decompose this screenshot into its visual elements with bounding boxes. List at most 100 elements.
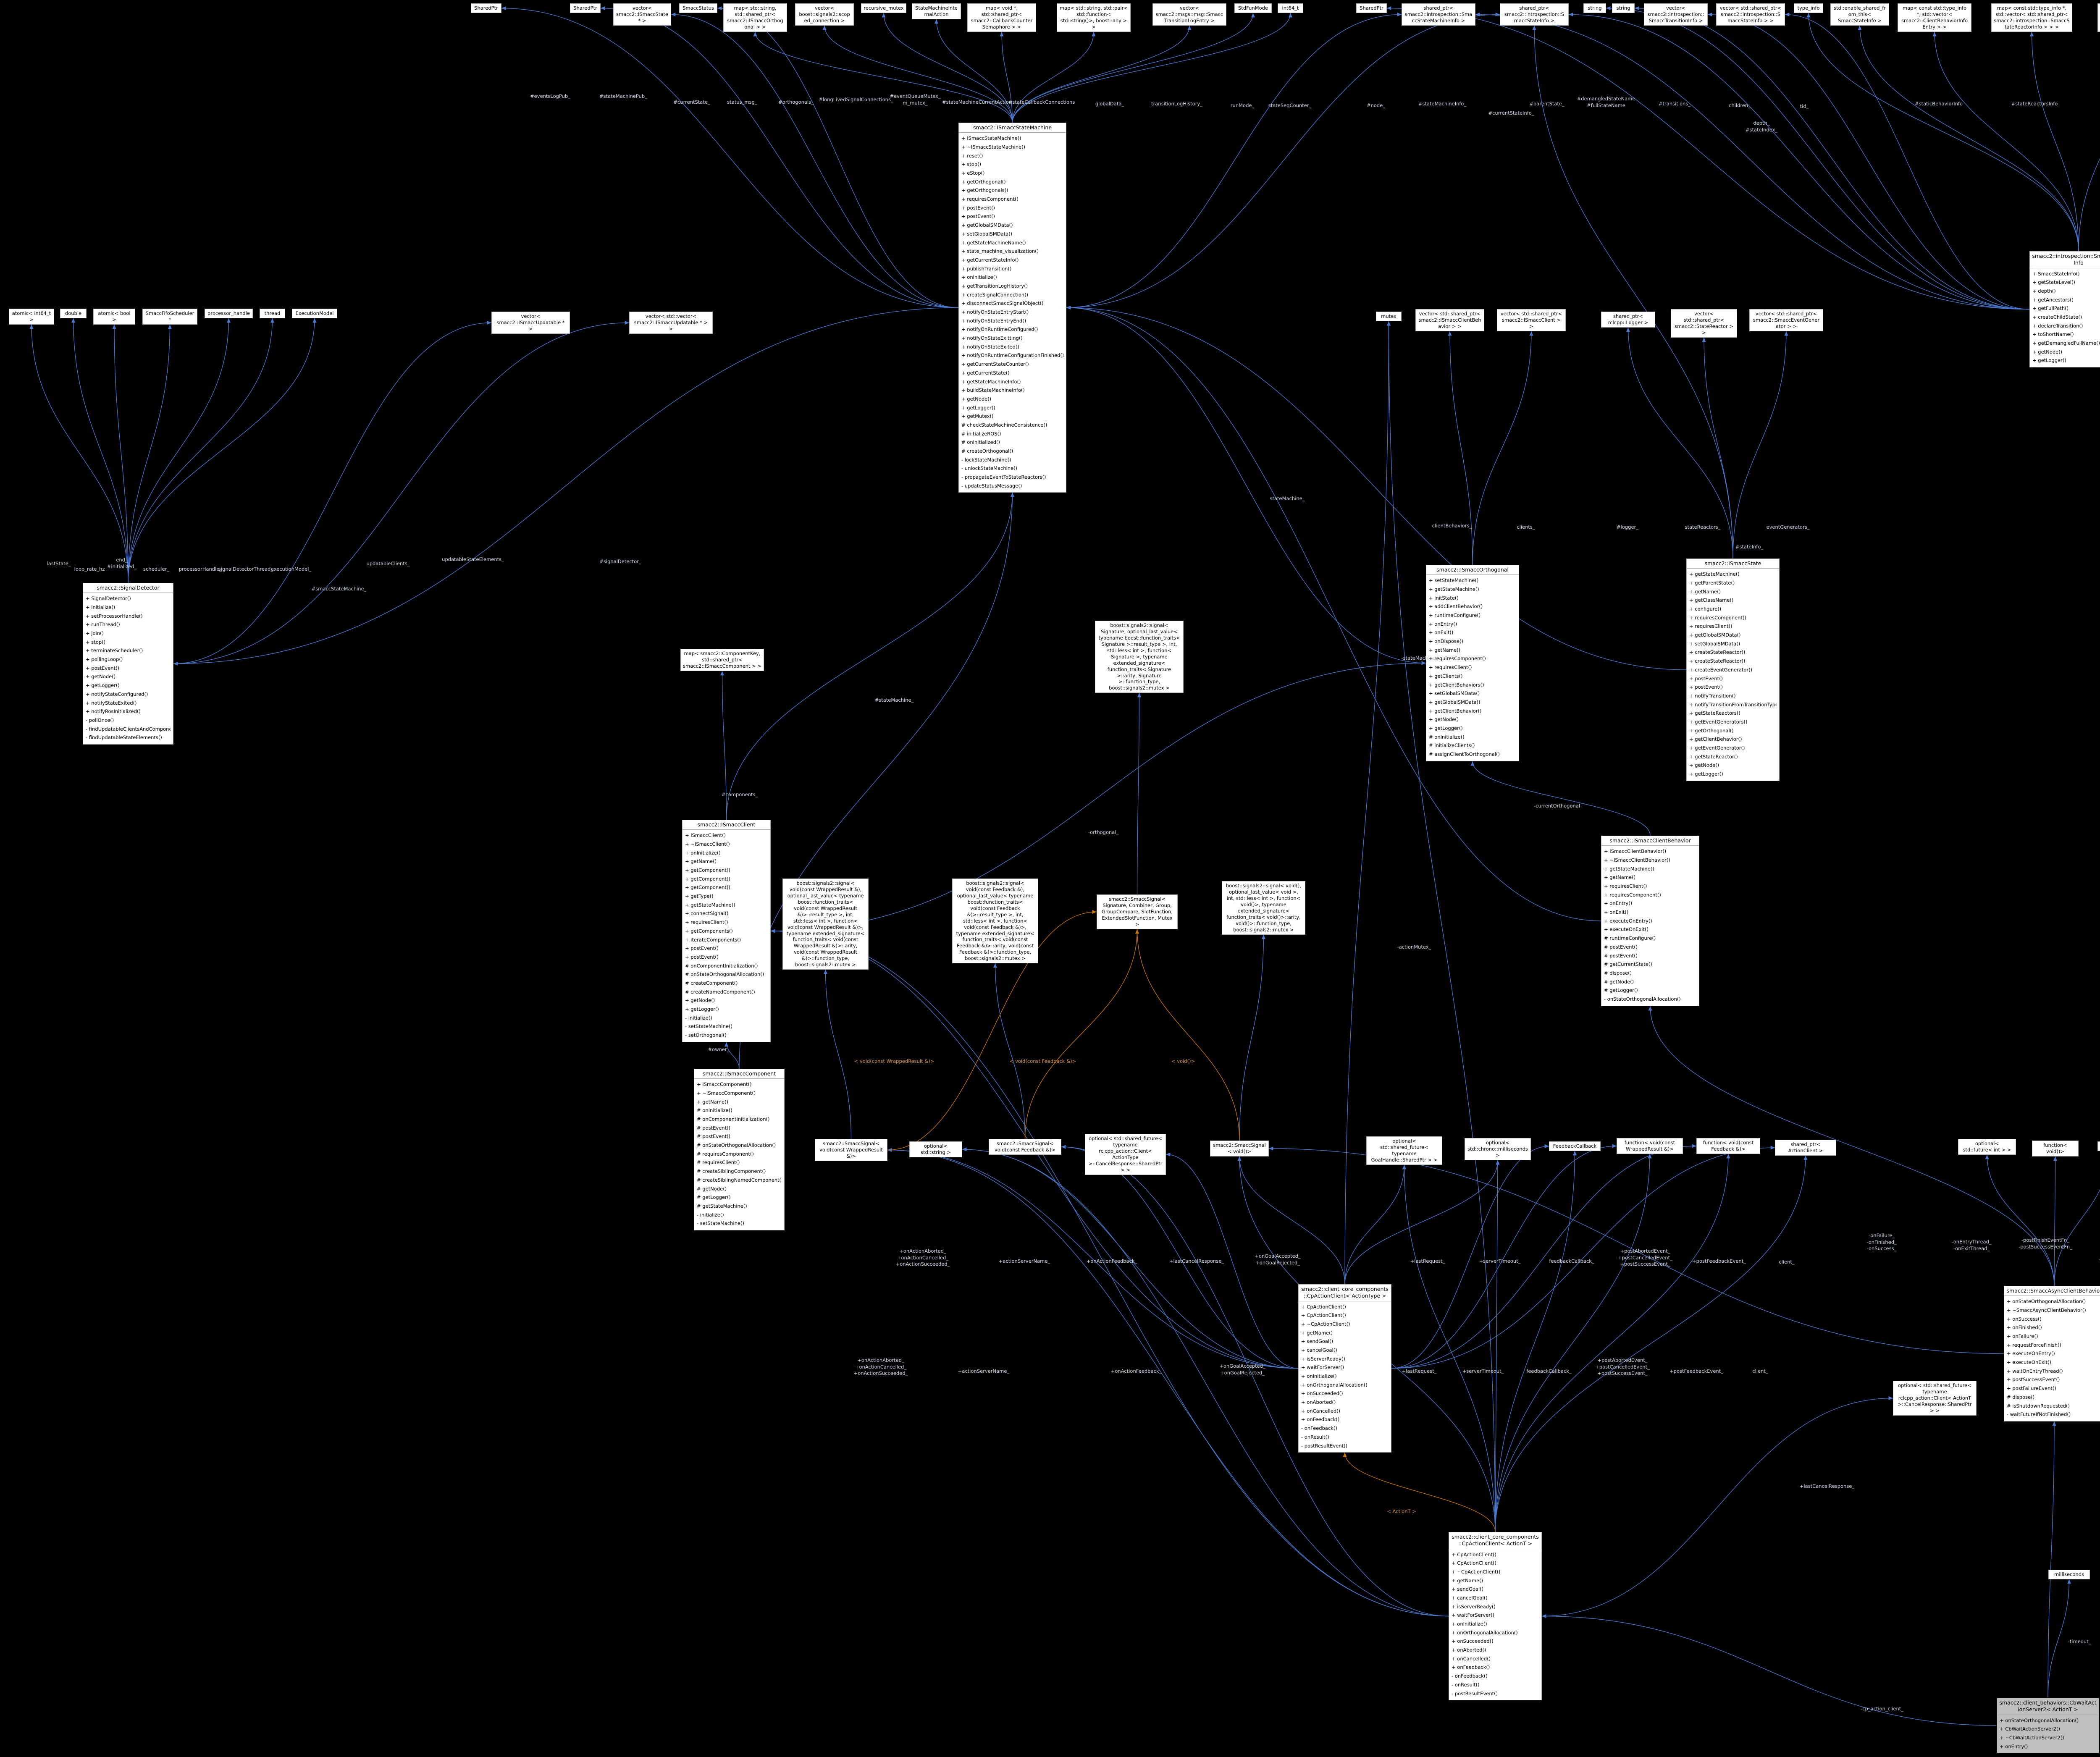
class-title: map< const std::type_info *, std::vector…	[1901, 5, 1968, 30]
member-row: + terminateScheduler()	[86, 648, 143, 654]
member-row: - unlockStateMachine()	[961, 465, 1018, 472]
member-row: + pollingLoop()	[86, 656, 123, 663]
member-row: + getNode()	[685, 997, 715, 1004]
member-row: # getCurrentState()	[1604, 961, 1652, 968]
member-row: + setStateMachine()	[1429, 577, 1479, 584]
relation-edge	[128, 318, 275, 583]
member-row: - findUpdatableStateElements()	[86, 734, 162, 741]
member-row: + toShortName()	[2032, 331, 2074, 338]
edge-label: runMode_	[1230, 102, 1255, 108]
relation-edge	[1470, 761, 1651, 836]
member-row: + requiresClient()	[1429, 664, 1472, 671]
member-row: + getOrthogonal()	[961, 178, 1006, 185]
relation-edge	[993, 963, 1026, 1139]
member-row: + getLogger()	[86, 682, 120, 689]
class-node-sp2: SharedPtr	[570, 3, 601, 13]
class-node-str2: string	[1612, 3, 1635, 13]
class-node-ms: milliseconds	[2048, 1570, 2090, 1579]
class-title: smacc2::introspection::SmaccStateInfo	[2030, 252, 2100, 268]
member-row: + depth()	[2032, 288, 2056, 294]
class-node-state[interactable]: smacc2::ISmaccState+ getStateMachine()+ …	[1686, 559, 1780, 781]
member-row: + getMutex()	[961, 413, 994, 420]
edge-label: +serverTimeout_	[1462, 1368, 1504, 1374]
edge-label: +postAbortedEvent_ +postCancelledEvent_ …	[1618, 1248, 1672, 1267]
edge-label: +postFeedbackEvent_	[1692, 1258, 1746, 1264]
relation-edge	[2048, 1421, 2056, 1698]
class-title: thread	[264, 310, 281, 316]
member-row: + ISmaccStateMachine()	[961, 135, 1021, 142]
class-node-signaldetector[interactable]: smacc2::SignalDetector+ SignalDetector()…	[83, 583, 173, 745]
member-row: + ~ISmaccClientBehavior()	[1604, 857, 1670, 863]
class-node-spssi: shared_ptr< smacc2::introspection::Smacc…	[1500, 3, 1569, 26]
member-row: + setGlobalSMData()	[1689, 640, 1740, 647]
member-row: + postEvent()	[961, 213, 995, 220]
relation-edge	[671, 12, 959, 308]
class-node-mapsri: map< const std::type_info *, std::vector…	[1991, 3, 2072, 32]
member-row: + getLogger()	[685, 1006, 719, 1012]
member-row: + getStateLevel()	[2032, 279, 2075, 286]
member-row: + onFailure()	[2007, 1333, 2038, 1339]
class-node-sp1: SharedPtr	[471, 3, 501, 13]
class-node-mapglobal: map< std::string, std::pair< std::functi…	[1057, 3, 1131, 32]
edge-label: -currentOrthogonal	[1533, 803, 1580, 809]
class-node-asynccb[interactable]: smacc2::SmaccAsyncClientBehavior+ onStat…	[2004, 1286, 2100, 1421]
class-node-execmodel: ExecutionModel	[292, 309, 337, 318]
class-node-fnfeedback: function< void(const Feedback &)>	[1696, 1138, 1760, 1154]
class-title: smacc2::SmaccSignal< Signature, Combiner…	[1101, 896, 1173, 927]
member-row: + requestForceFinish()	[2007, 1342, 2061, 1348]
member-row: + createChildState()	[2032, 314, 2082, 320]
member-row: + onEntry()	[2000, 1743, 2028, 1749]
member-row: + createSignalConnection()	[961, 291, 1029, 298]
member-row: # onComponentInitialization()	[685, 962, 758, 969]
class-title: atomic< int64_t >	[12, 310, 51, 323]
member-row: # postEvent()	[1604, 952, 1638, 959]
member-list: + CpActionClient()+ CpActionClient()+ ~C…	[1449, 1549, 1541, 1700]
edge-label: +onActionFeedback_	[1086, 1258, 1137, 1264]
member-row: + createStateReactor()	[1689, 658, 1746, 664]
relation-edge	[128, 324, 172, 583]
class-node-orthogonal[interactable]: smacc2::ISmaccOrthogonal+ setStateMachin…	[1426, 565, 1519, 761]
class-node-stateinfo[interactable]: smacc2::introspection::SmaccStateInfo+ S…	[2029, 251, 2100, 368]
class-node-cpatype[interactable]: smacc2::client_core_components::CpAction…	[1298, 1284, 1391, 1453]
member-row: + notifyOnStateExited()	[961, 344, 1019, 350]
class-node-component[interactable]: smacc2::ISmaccComponent+ ISmaccComponent…	[694, 1069, 785, 1230]
class-node-str1: string	[1583, 3, 1606, 13]
class-title: map< std::string, std::shared_ptr< smacc…	[727, 5, 783, 30]
member-row: + waitForServer()	[1301, 1364, 1344, 1371]
relation-edge	[1343, 1452, 1496, 1532]
edge-label: +onGoalAccepted_ +onGoalRejected_	[1219, 1363, 1265, 1376]
edge-label: +lastRequest_	[1402, 1368, 1437, 1374]
member-row: + getDemangledFullName()	[2032, 340, 2100, 346]
member-row: # createOrthogonal()	[961, 448, 1013, 454]
member-row: + ~ISmaccClient()	[685, 841, 730, 847]
member-row: + onFeedback()	[1301, 1416, 1340, 1423]
member-row: # initializeClients()	[1429, 742, 1475, 749]
edge-label: < ActionT >	[1387, 1508, 1416, 1514]
member-row: - updateStatusMessage()	[961, 483, 1022, 489]
member-list: + ISmaccStateMachine()+ ~ISmaccStateMach…	[959, 133, 1066, 492]
class-title: vector< smacc2::introspection::SmaccTran…	[1647, 5, 1704, 24]
member-row: + getParentState()	[1689, 580, 1735, 586]
edge-label: stateReactors_	[1685, 524, 1721, 530]
member-row: - onResult()	[1452, 1681, 1480, 1688]
edge-label: end_ #initialized_	[107, 557, 137, 569]
relation-edge	[1344, 321, 1391, 1285]
relation-edge	[1402, 1164, 1496, 1532]
member-row: + getStateMachine()	[1429, 586, 1479, 592]
class-title: string	[1588, 5, 1602, 11]
member-row: + stop()	[961, 161, 982, 168]
class-node-client[interactable]: smacc2::ISmaccClient+ ISmaccClient()+ ~I…	[682, 820, 771, 1042]
class-node-cpat[interactable]: smacc2::client_core_components::CpAction…	[1449, 1532, 1542, 1701]
member-row: + ISmaccClient()	[685, 832, 726, 839]
member-row: + requiresClient()	[685, 919, 728, 926]
class-node-clientbehavior[interactable]: smacc2::ISmaccClientBehavior+ ISmaccClie…	[1601, 836, 1699, 1006]
member-row: + setProcessorHandle()	[86, 613, 143, 619]
edge-label: #currentState_	[673, 99, 710, 105]
edge-label: -actionMutex_	[1397, 944, 1431, 950]
member-row: - onResult()	[1301, 1434, 1329, 1440]
member-row: - setStateMachine()	[685, 1023, 732, 1030]
edge-label: +actionServerName_	[958, 1368, 1010, 1374]
class-node-statemachine[interactable]: smacc2::ISmaccStateMachine+ ISmaccStateM…	[958, 123, 1066, 493]
edge-label: +onActionAborted_ +onActionCancelled_ +o…	[895, 1248, 950, 1267]
member-row: + postEvent()	[685, 945, 719, 952]
